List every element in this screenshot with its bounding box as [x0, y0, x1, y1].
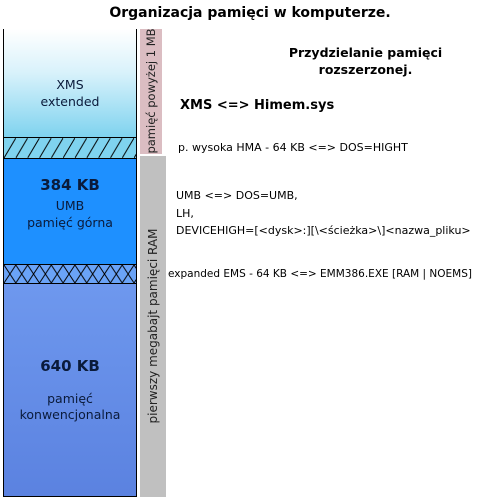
- allocation-heading: Przydzielanie pamięci rozszerzonej.: [288, 45, 443, 77]
- conventional-label-1: pamięć: [47, 391, 93, 406]
- ems-block: [3, 264, 137, 284]
- above-1mb-label: pamięć powyżej 1 MB: [144, 28, 158, 154]
- umb-upper-memory-label: pamięć górna: [27, 215, 113, 230]
- umb-note-2: LH,: [176, 207, 194, 220]
- ems-note: expanded EMS - 64 KB <=> EMM386.EXE [RAM…: [168, 268, 472, 280]
- first-mb-bar: pierwszy megabajt pamięci RAM: [140, 156, 166, 497]
- hma-note: p. wysoka HMA - 64 KB <=> DOS=HIGHT: [178, 141, 408, 154]
- ems-crosshatch: [4, 265, 136, 283]
- umb-label: UMB: [55, 198, 85, 213]
- umb-block: 384 KB UMB pamięć górna: [3, 158, 137, 265]
- umb-note-1: UMB <=> DOS=UMB,: [176, 189, 298, 202]
- xms-label: XMS: [56, 77, 84, 92]
- conventional-size: 640 KB: [40, 357, 100, 375]
- umb-size: 384 KB: [40, 176, 100, 194]
- conventional-block: 640 KB pamięć konwencjonalna: [3, 283, 137, 497]
- xms-extended-label: extended: [40, 94, 100, 109]
- umb-note-3: DEVICEHIGH=[<dysk>:][\<ścieżka>\]<nazwa_…: [176, 224, 471, 237]
- diagram-title: Organizacja pamięci w komputerze.: [109, 5, 391, 21]
- hma-hatch: [4, 138, 136, 158]
- xms-himem-note: XMS <=> Himem.sys: [180, 98, 335, 113]
- conventional-label-2: konwencjonalna: [19, 407, 121, 422]
- xms-block: XMS extended: [3, 29, 137, 138]
- above-1mb-bar: pamięć powyżej 1 MB: [140, 28, 162, 154]
- first-mb-label: pierwszy megabajt pamięci RAM: [146, 228, 160, 424]
- hma-block: [3, 137, 137, 159]
